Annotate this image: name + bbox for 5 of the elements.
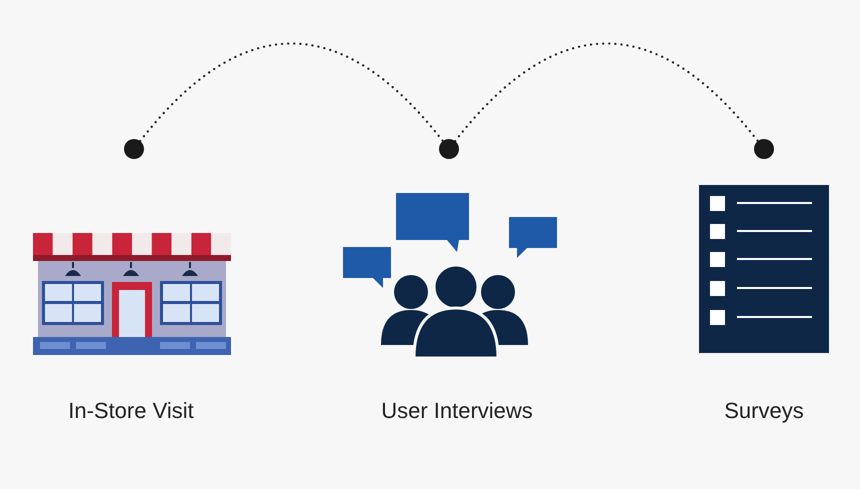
- caption: In-Store Visit: [68, 397, 194, 425]
- dotted-arc: [139, 42, 444, 142]
- caption: Surveys: [724, 397, 804, 425]
- caption: User Interviews: [381, 397, 533, 425]
- dotted-arc: [454, 42, 759, 142]
